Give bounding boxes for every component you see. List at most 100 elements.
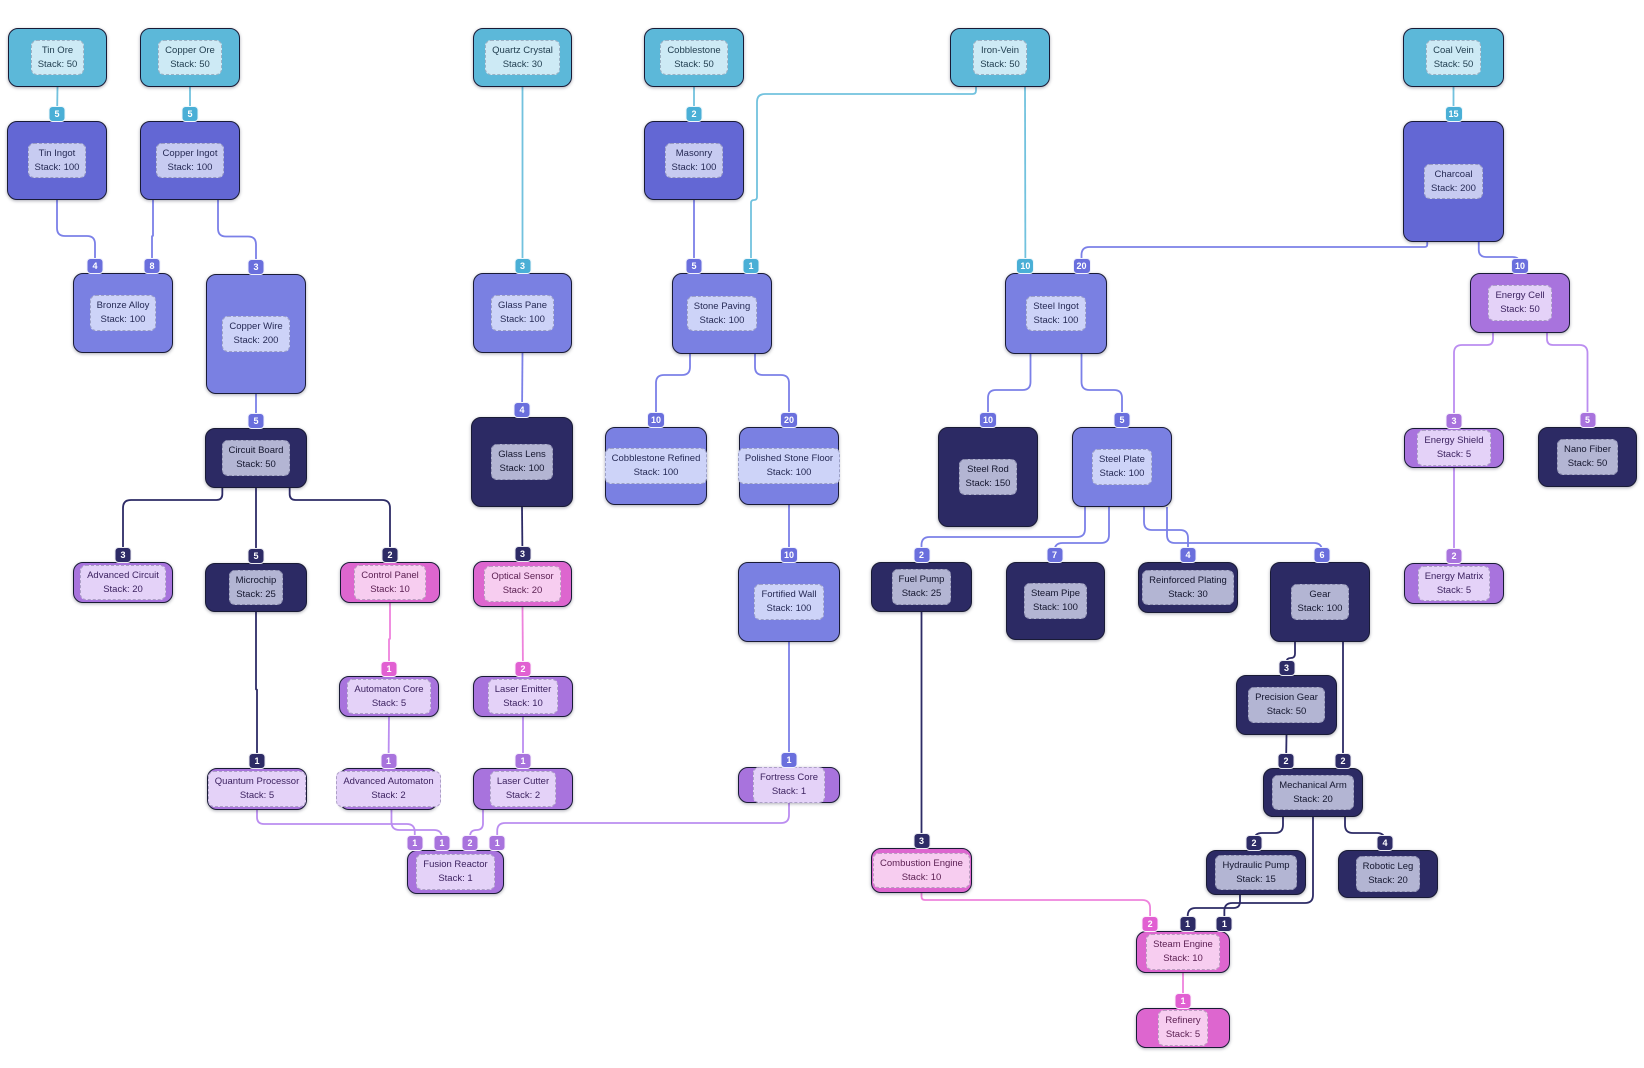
edge-qty-value: 3 [519,549,525,559]
edge-qty-badge-quartz_crystal-to-glass_pane: 3 [514,258,531,274]
edge-qty-value: 5 [253,416,259,426]
edge-stone_paving-to-polished_stone_floor[interactable] [754,354,790,426]
edge-fortress_core-to-fusion_reactor[interactable] [496,803,790,849]
edge-iron_vein-to-stone_paving[interactable] [750,87,977,272]
edge-copper_ingot-to-copper_wire[interactable] [217,200,257,273]
edge-circuit_board-to-advanced_circuit[interactable] [122,488,224,561]
edge-qty-badge-tin_ingot-to-bronze_alloy: 4 [86,258,104,274]
edge-steel_ingot-to-steel_plate[interactable] [1080,354,1123,426]
edge-control_panel-to-automaton_core[interactable] [388,603,391,675]
edge-advanced_automaton-to-fusion_reactor[interactable] [390,810,443,849]
node-title: Fusion Reactor [423,859,488,871]
node-title: Glass Pane [497,300,548,312]
node-stack-count: Stack: 50 [980,58,1020,70]
edge-qty-value: 2 [1451,551,1457,561]
edge-laser_cutter-to-fusion_reactor[interactable] [469,810,484,849]
edge-hydraulic_pump-to-steam_engine[interactable] [1186,895,1241,930]
edge-microchip-to-quantum_processor[interactable] [255,612,258,767]
edge-qty-value: 3 [120,550,126,560]
edge-copper_ingot-to-bronze_alloy[interactable] [151,200,154,272]
node-stack-count: Stack: 2 [505,790,541,801]
edge-circuit_board-to-control_panel[interactable] [288,488,391,561]
edge-qty-value: 1 [254,756,260,766]
edge-qty-value: 10 [982,415,994,425]
node-title: Optical Sensor [491,571,554,583]
node-title: Coal Vein [1433,44,1474,56]
node-stack-count: Stack: 100 [699,314,745,326]
edge-qty-value: 2 [1340,756,1346,766]
edge-quantum_processor-to-fusion_reactor[interactable] [256,810,416,849]
node-stack-count: Stack: 50 [1266,706,1307,717]
edge-combustion_engine-to-steam_engine[interactable] [920,893,1151,930]
edge-energy_cell-to-energy_shield[interactable] [1453,333,1494,427]
edge-charcoal-to-steel_ingot[interactable] [1080,242,1429,272]
edge-mechanical_arm-to-steam_engine[interactable] [1223,817,1314,930]
node-stack-count: Stack: 200 [233,335,279,346]
edge-steel_plate-to-reinforced_plating[interactable] [1143,507,1189,561]
edge-qty-value: 10 [650,415,662,425]
edge-energy_cell-to-nano_fiber[interactable] [1546,333,1589,426]
edge-qty-value: 2 [691,109,697,119]
edge-steel_ingot-to-steel_rod[interactable] [987,354,1032,426]
node-stack-count: Stack: 25 [236,588,276,600]
edge-steel_plate-to-fuel_pump[interactable] [920,507,1086,561]
edge-tin_ingot-to-bronze_alloy[interactable] [56,200,96,272]
edge-stone_paving-to-cobblestone_refined[interactable] [655,354,691,426]
edge-qty-badge-mechanical_arm-to-robotic_leg: 4 [1376,835,1394,851]
edge-qty-badge-copper_ingot-to-copper_wire: 3 [247,259,265,275]
node-title: Fuel Pump [898,574,945,586]
